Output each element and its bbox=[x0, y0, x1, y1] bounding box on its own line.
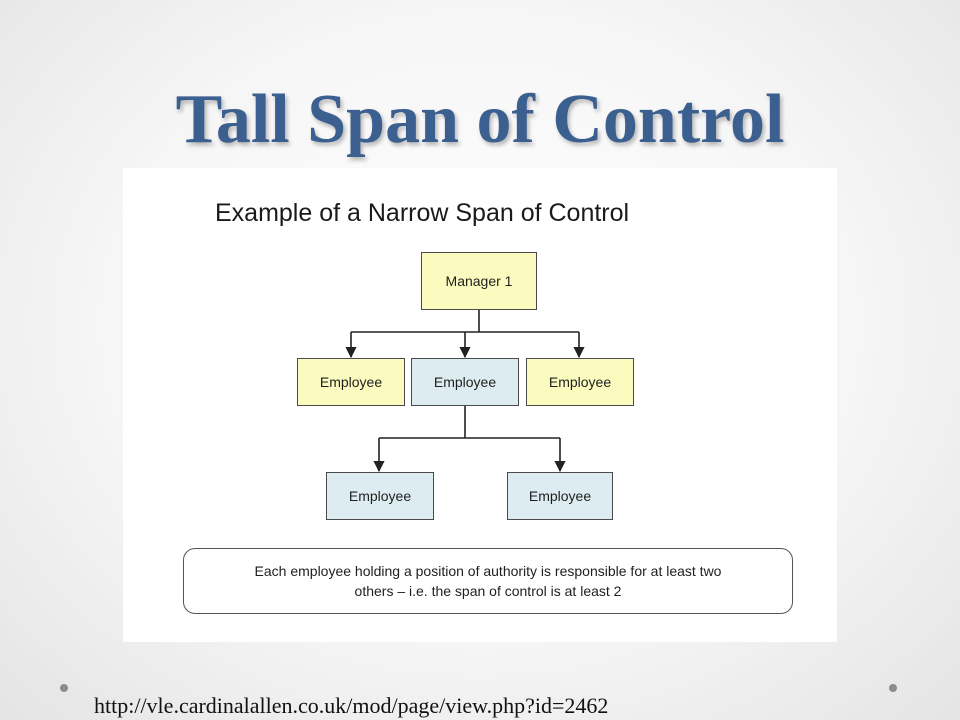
node-level1-center: Employee bbox=[411, 358, 519, 406]
org-chart-diagram: Example of a Narrow Span of Control Mana… bbox=[123, 168, 837, 642]
slide-title: Tall Span of Control bbox=[175, 81, 785, 158]
explanation-note: Each employee holding a position of auth… bbox=[183, 548, 793, 614]
node-level1-right: Employee bbox=[526, 358, 634, 406]
node-level2-right: Employee bbox=[507, 472, 613, 520]
node-level2-left: Employee bbox=[326, 472, 434, 520]
note-line-2: others – i.e. the span of control is at … bbox=[354, 583, 622, 599]
diagram-title: Example of a Narrow Span of Control bbox=[215, 199, 630, 227]
right-bullet-dot bbox=[889, 684, 897, 692]
note-line-1: Each employee holding a position of auth… bbox=[254, 563, 722, 579]
left-bullet-dot bbox=[60, 684, 68, 692]
connector-lines bbox=[345, 310, 585, 473]
node-level1-left: Employee bbox=[297, 358, 405, 406]
source-url: http://vle.cardinalallen.co.uk/mod/page/… bbox=[94, 693, 609, 718]
node-manager: Manager 1 bbox=[421, 252, 537, 310]
